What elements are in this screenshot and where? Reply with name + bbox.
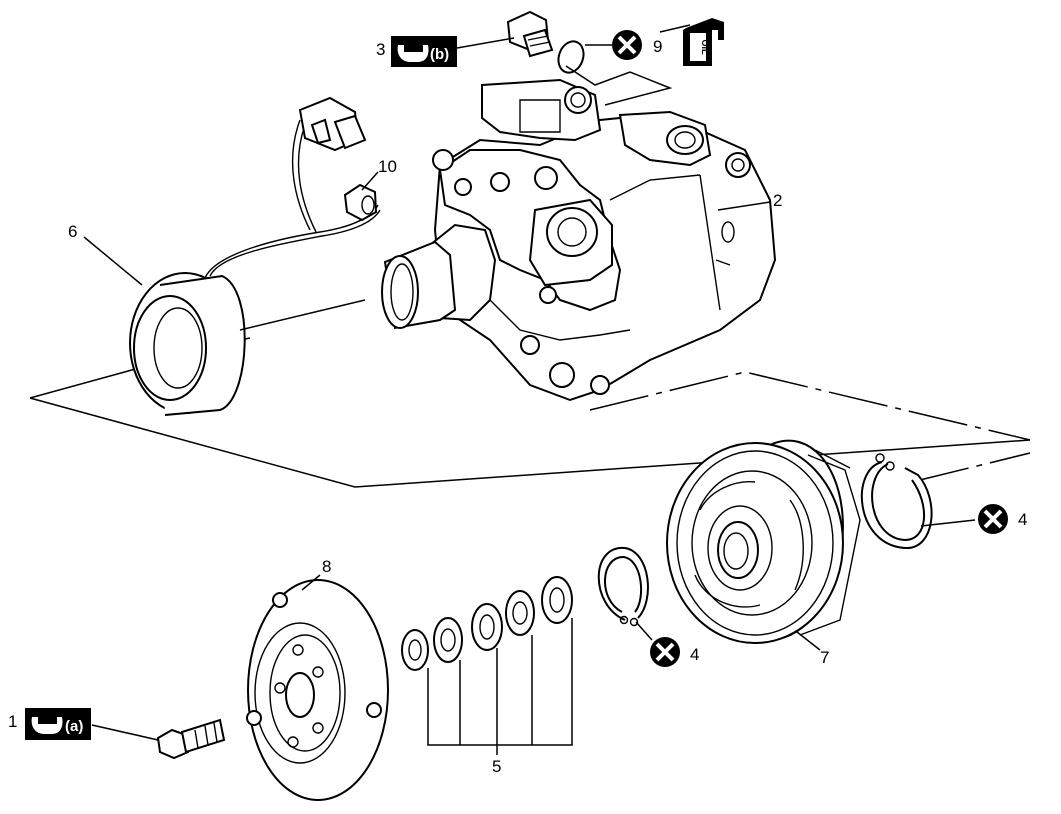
shim-leader-lines <box>427 618 573 746</box>
callout-9: 9 <box>653 37 662 56</box>
do-not-reuse-icon <box>612 30 642 60</box>
wrench-torque-icon <box>31 717 63 734</box>
torque-tag-a: (a) <box>25 708 91 740</box>
callout-1: 1 <box>8 712 17 731</box>
wire-grommet <box>343 183 378 222</box>
plug-assembly-line <box>565 65 673 106</box>
callout-3: 3 <box>376 40 385 59</box>
compressor-body <box>381 78 777 402</box>
callout-8: 8 <box>322 557 331 576</box>
snap-ring-large <box>860 453 933 550</box>
callout-2: 2 <box>773 191 782 210</box>
callout-6: 6 <box>68 222 77 241</box>
shim-stack <box>401 576 573 671</box>
snap-ring-small <box>597 546 649 627</box>
torque-tag-b: (b) <box>391 36 457 67</box>
callout-5: 5 <box>492 757 501 776</box>
drain-plug <box>506 10 554 58</box>
o-ring <box>557 40 585 74</box>
callout-10: 10 <box>378 157 397 176</box>
armature-plate <box>246 579 389 801</box>
callout-4-upper: 4 <box>1018 510 1027 529</box>
wire-connector <box>298 96 367 152</box>
field-coil <box>129 272 366 416</box>
do-not-reuse-icon <box>978 504 1008 534</box>
wrench-torque-icon <box>397 45 429 62</box>
oil-can-icon: OIL <box>683 18 724 66</box>
do-not-reuse-icon <box>650 637 680 667</box>
callout-4-lower: 4 <box>690 645 699 664</box>
pulley <box>666 439 861 644</box>
leader-lines <box>83 24 976 755</box>
center-bolt <box>156 718 226 760</box>
svg-text:(a): (a) <box>65 718 83 735</box>
svg-text:(b): (b) <box>430 46 449 63</box>
svg-text:OIL: OIL <box>700 40 710 56</box>
callout-7: 7 <box>820 648 829 667</box>
